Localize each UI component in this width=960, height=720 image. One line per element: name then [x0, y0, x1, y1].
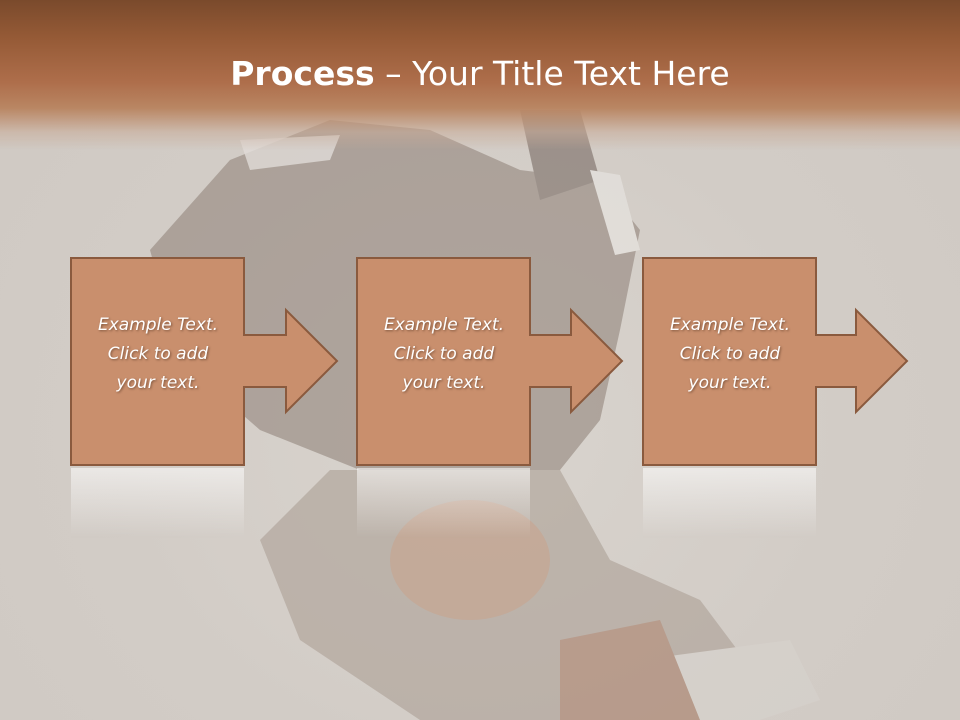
- step-2-line-1: Example Text.: [383, 315, 505, 335]
- reflection-3: [643, 468, 816, 538]
- title-bold-word: Process: [230, 54, 375, 93]
- step-3-line-2: Click to add: [679, 344, 781, 364]
- step-1-line-2: Click to add: [107, 344, 209, 364]
- step-1-line-1: Example Text.: [97, 315, 219, 335]
- process-step-3[interactable]: [642, 257, 909, 538]
- step-1-line-3: your text.: [116, 373, 200, 393]
- step-3-line-3: your text.: [688, 373, 772, 393]
- reflection-2: [357, 468, 530, 538]
- step-3-text[interactable]: Example Text. Click to add your text.: [643, 311, 817, 398]
- step-2-text[interactable]: Example Text. Click to add your text.: [357, 311, 531, 398]
- process-step-1[interactable]: [70, 257, 339, 538]
- step-3-line-1: Example Text.: [669, 315, 791, 335]
- reflection-1: [71, 468, 244, 538]
- slide-title[interactable]: Process – Your Title Text Here: [0, 52, 960, 96]
- step-2-line-2: Click to add: [393, 344, 495, 364]
- step-2-line-3: your text.: [402, 373, 486, 393]
- title-rest: Your Title Text Here: [412, 54, 730, 93]
- process-step-2[interactable]: [356, 257, 624, 538]
- step-1-text[interactable]: Example Text. Click to add your text.: [71, 311, 245, 398]
- title-dash: –: [374, 54, 413, 93]
- title-band: [0, 0, 960, 150]
